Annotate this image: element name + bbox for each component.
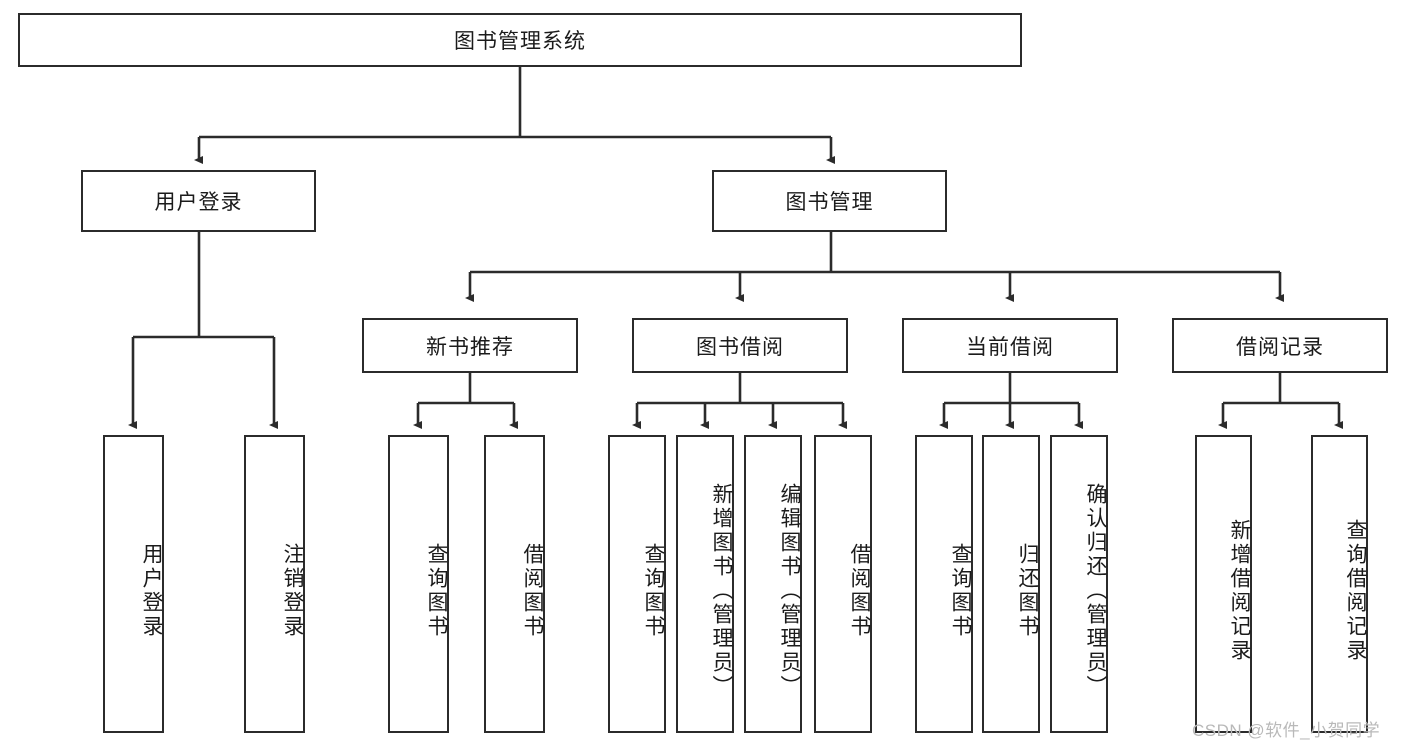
node-leaf-edit-book-admin[interactable]: 编辑图书（管理员） xyxy=(744,435,802,733)
node-leaf-current-query-book[interactable]: 查询图书 xyxy=(915,435,973,733)
node-borrow-record[interactable]: 借阅记录 xyxy=(1172,318,1388,373)
watermark-text: CSDN @软件_小贺同学 xyxy=(1192,721,1381,740)
node-leaf-add-book-admin[interactable]: 新增图书（管理员） xyxy=(676,435,734,733)
node-label: 确认归还（管理员） xyxy=(1084,483,1107,699)
node-label: 新增借阅记录 xyxy=(1228,519,1251,663)
node-label: 图书借阅 xyxy=(696,335,784,359)
node-label: 编辑图书（管理员） xyxy=(778,483,801,699)
node-label: 借阅图书 xyxy=(848,543,871,639)
node-label: 图书管理系统 xyxy=(454,30,586,53)
node-label: 查询借阅记录 xyxy=(1344,519,1367,663)
node-root-book-management-system[interactable]: 图书管理系统 xyxy=(18,13,1022,67)
node-leaf-borrow-query-book[interactable]: 查询图书 xyxy=(608,435,666,733)
node-leaf-add-borrow-record[interactable]: 新增借阅记录 xyxy=(1195,435,1252,733)
node-label: 当前借阅 xyxy=(966,335,1054,359)
node-leaf-logout[interactable]: 注销登录 xyxy=(244,435,305,733)
node-label: 新书推荐 xyxy=(426,335,514,359)
node-new-book-recommend[interactable]: 新书推荐 xyxy=(362,318,578,373)
node-label: 归还图书 xyxy=(1016,543,1039,639)
node-label: 查询图书 xyxy=(425,543,448,639)
node-label: 借阅记录 xyxy=(1236,335,1324,359)
node-user-login[interactable]: 用户登录 xyxy=(81,170,316,232)
node-leaf-return-book[interactable]: 归还图书 xyxy=(982,435,1040,733)
node-book-management[interactable]: 图书管理 xyxy=(712,170,947,232)
node-leaf-query-borrow-record[interactable]: 查询借阅记录 xyxy=(1311,435,1368,733)
node-label: 图书管理 xyxy=(785,191,874,214)
node-label: 注销登录 xyxy=(281,543,304,639)
node-label: 借阅图书 xyxy=(521,543,544,639)
node-label: 用户登录 xyxy=(140,543,163,639)
node-leaf-borrow-book[interactable]: 借阅图书 xyxy=(814,435,872,733)
node-book-borrow[interactable]: 图书借阅 xyxy=(632,318,848,373)
node-label: 新增图书（管理员） xyxy=(710,483,733,699)
node-leaf-user-login[interactable]: 用户登录 xyxy=(103,435,164,733)
node-label: 用户登录 xyxy=(154,191,243,214)
node-current-borrow[interactable]: 当前借阅 xyxy=(902,318,1118,373)
node-leaf-confirm-return-admin[interactable]: 确认归还（管理员） xyxy=(1050,435,1108,733)
node-label: 查询图书 xyxy=(642,543,665,639)
node-leaf-recommend-borrow-book[interactable]: 借阅图书 xyxy=(484,435,545,733)
node-leaf-recommend-query-book[interactable]: 查询图书 xyxy=(388,435,449,733)
node-label: 查询图书 xyxy=(949,543,972,639)
